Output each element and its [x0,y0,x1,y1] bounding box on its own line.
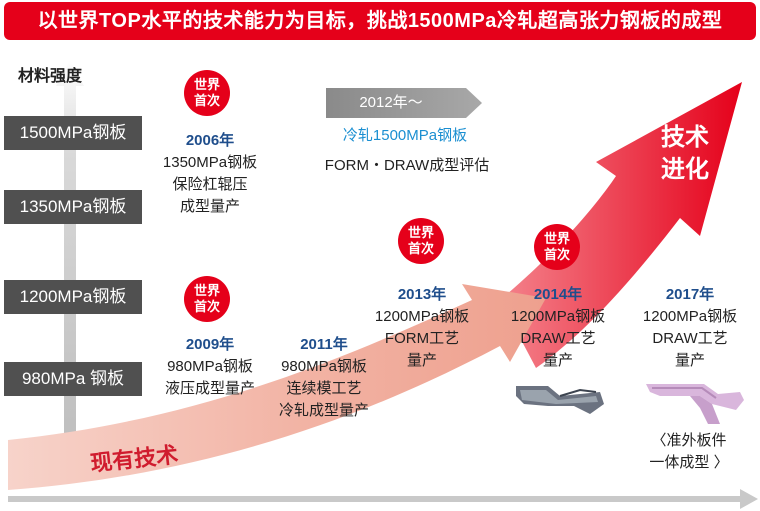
page-title-banner: 以世界TOP水平的技术能力为目标，挑战1500MPa冷轧超高张力钢板的成型 [4,2,756,40]
strength-axis-arrow [56,60,84,436]
milestone-line: 液压成型量产 [164,380,255,397]
milestone-2017: 2017年 1200MPa钢板 DRAW工艺 量产 [628,284,752,372]
level-1500: 1500MPa钢板 [4,116,142,150]
part-2017-illustration [646,384,744,424]
level-1350: 1350MPa钢板 [4,190,142,224]
future-black-note: FORM・DRAW成型评估 [324,157,490,174]
evolution-label: 技术 进化 [661,124,709,183]
current-tech-arrow [8,284,546,490]
milestone-line: FORM工艺 [384,330,460,347]
milestone-line: DRAW工艺 [520,330,596,347]
milestone-line: 成型量产 [179,198,240,215]
milestone-year: 2014年 [533,286,583,303]
milestone-line: 量产 [406,352,437,369]
future-tag-label: 2012年～ [359,94,423,111]
milestone-line: 1200MPa钢板 [510,308,606,325]
milestone-line: 1200MPa钢板 [642,308,738,325]
future-tag-arrow [326,88,482,118]
milestone-2006: 2006年 1350MPa钢板 保险杠辊压 成型量产 [148,130,272,218]
milestone-line: DRAW工艺 [652,330,728,347]
milestone-line: 连续模工艺 [286,380,362,397]
world-first-badge-2013: 世界首次 [398,218,444,264]
milestone-line: 冷轧成型量产 [278,402,369,419]
milestone-year: 2006年 [185,132,235,149]
milestone-2011: 2011年 980MPa钢板 连续模工艺 冷轧成型量产 [262,334,386,422]
milestone-2014: 2014年 1200MPa钢板 DRAW工艺 量产 [496,284,620,372]
world-first-badge-2006: 世界首次 [184,70,230,116]
milestone-line: 量产 [674,352,705,369]
milestone-2013: 2013年 1200MPa钢板 FORM工艺 量产 [360,284,484,372]
world-first-badge-2009: 世界首次 [184,276,230,322]
level-980: 980MPa 钢板 [4,362,142,396]
milestone-year: 2013年 [397,286,447,303]
evolution-arrow [500,82,742,368]
milestone-line: 980MPa钢板 [167,358,253,375]
future-blue-note: 冷轧1500MPa钢板 [342,127,468,144]
milestone-line: 保险杠辊压 [172,176,248,193]
level-1200: 1200MPa钢板 [4,280,142,314]
milestone-line: 1200MPa钢板 [374,308,470,325]
milestone-year: 2009年 [185,336,235,353]
axis-title: 材料强度 [18,68,83,85]
milestone-year: 2017年 [665,286,715,303]
milestone-line: 量产 [542,352,573,369]
milestone-2009: 2009年 980MPa钢板 液压成型量产 [148,334,272,400]
product-caption: 〈准外板件 一体成型 〉 [649,432,729,471]
time-axis-arrow [8,489,758,509]
milestone-line: 980MPa钢板 [281,358,367,375]
part-2014-illustration [516,386,604,414]
world-first-badge-2014: 世界首次 [534,224,580,270]
milestone-year: 2011年 [300,336,348,353]
milestone-line: 1350MPa钢板 [162,154,258,171]
